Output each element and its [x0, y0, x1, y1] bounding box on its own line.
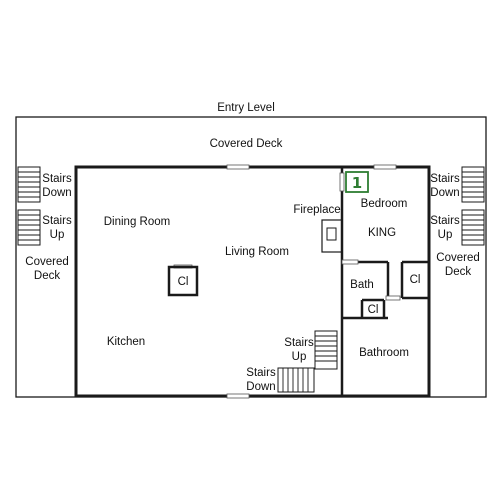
- label-dining-room: Dining Room: [104, 216, 170, 228]
- label-living-room: Living Room: [225, 246, 289, 258]
- label-covered-deck-top: Covered Deck: [210, 138, 283, 150]
- label-stairs-up-left-1: Stairs: [42, 215, 72, 227]
- bedroom-number: 1: [352, 174, 362, 192]
- label-stairs-up-inner-2: Up: [292, 351, 307, 363]
- stairs-down-inner: [277, 367, 315, 393]
- label-kitchen: Kitchen: [107, 336, 145, 348]
- label-covered-deck-left-1: Covered: [25, 256, 68, 268]
- label-stairs-up-left-2: Up: [50, 229, 65, 241]
- label-covered-deck-right-2: Deck: [445, 266, 471, 278]
- label-bedroom: Bedroom: [361, 198, 408, 210]
- stairs-down-right: [461, 166, 485, 203]
- label-stairs-down-right-2: Down: [430, 187, 459, 199]
- label-stairs-up-inner-1: Stairs: [284, 337, 314, 349]
- label-stairs-up-right-2: Up: [438, 229, 453, 241]
- label-stairs-down-inner-1: Stairs: [246, 367, 276, 379]
- plan-title: Entry Level: [217, 102, 275, 114]
- label-covered-deck-right-1: Covered: [436, 252, 479, 264]
- label-closet-center: Cl: [178, 276, 189, 288]
- stairs-up-right: [461, 209, 485, 246]
- house-walls: [74, 165, 431, 398]
- label-stairs-down-inner-2: Down: [246, 381, 275, 393]
- bedroom-number-badge: 1: [345, 171, 369, 193]
- stairs-up-left: [17, 209, 41, 246]
- label-stairs-down-right-1: Stairs: [430, 173, 460, 185]
- label-bathroom: Bathroom: [359, 347, 409, 359]
- label-stairs-down-left-2: Down: [42, 187, 71, 199]
- label-bath: Bath: [350, 279, 374, 291]
- fireplace: [321, 219, 343, 253]
- label-stairs-up-right-1: Stairs: [430, 215, 460, 227]
- stairs-up-inner: [314, 330, 338, 370]
- label-closet-bath: Cl: [368, 304, 379, 316]
- partition-walls: [340, 167, 429, 396]
- center-closet: [167, 265, 199, 297]
- label-stairs-down-left-1: Stairs: [42, 173, 72, 185]
- label-closet-right: Cl: [410, 274, 421, 286]
- label-king: KING: [368, 227, 396, 239]
- label-covered-deck-left-2: Deck: [34, 270, 60, 282]
- label-fireplace: Fireplace: [293, 204, 340, 216]
- stairs-down-left: [17, 166, 41, 203]
